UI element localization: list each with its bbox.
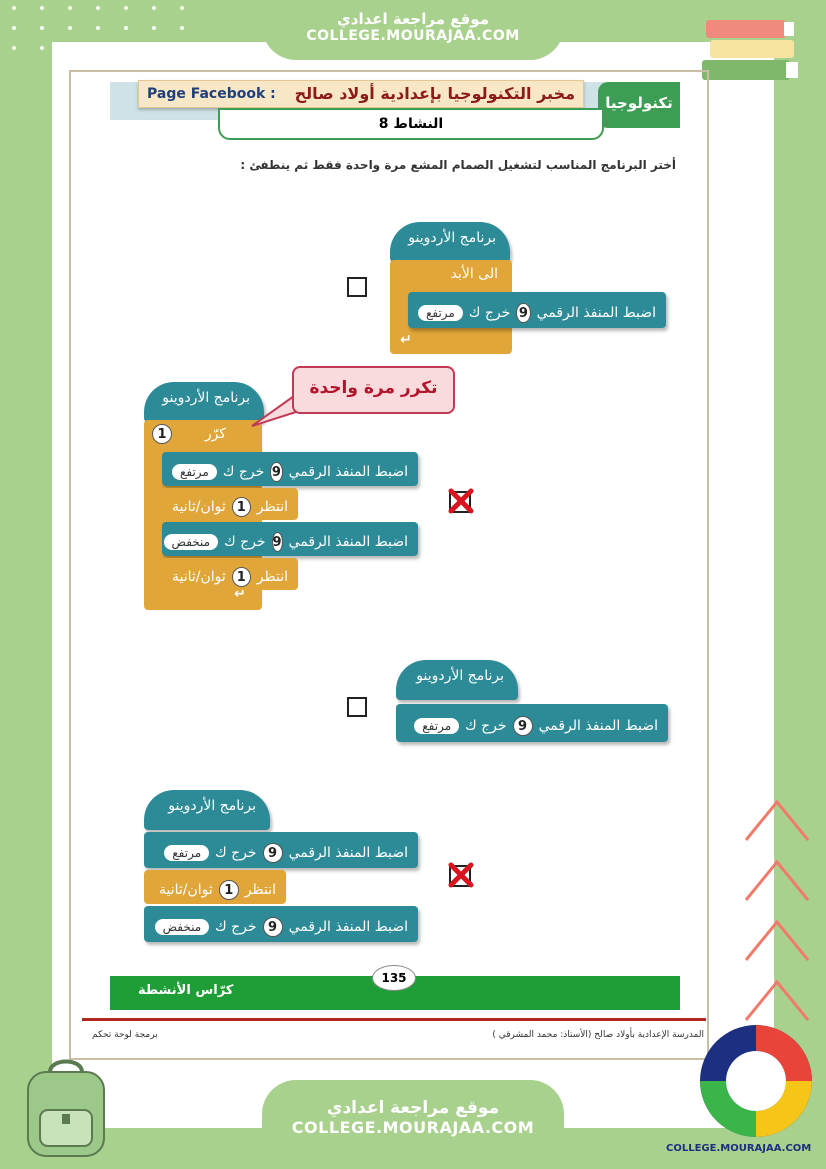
wait-value: 1 <box>218 880 239 900</box>
facebook-label[interactable]: Page Facebook : <box>147 86 276 102</box>
chevron-up-icon <box>744 979 810 1021</box>
program3-title: برنامج الأردوينو <box>416 668 504 684</box>
state-low-pill: منخفض <box>154 919 210 935</box>
chevron-up-icon <box>744 919 810 961</box>
bottom-site-banner[interactable]: موقع مراجعة اعدادي COLLEGE.MOURAJAA.COM <box>262 1080 564 1169</box>
chevron-up-icon <box>744 799 810 841</box>
state-high-pill: مرتفع <box>164 845 210 861</box>
loop-arrow-icon: ↵ <box>400 332 412 348</box>
lab-title: مخبر التكنولوجيا بإعدادية أولاد صالح <box>294 84 575 103</box>
pin-number: 9 <box>270 462 283 482</box>
output-as-label: خرج ك <box>468 305 511 321</box>
footer-divider <box>82 1018 706 1021</box>
output-as-label: خرج ك <box>222 464 265 480</box>
state-high-pill: مرتفع <box>172 464 217 480</box>
instruction-text: أختر البرنامج المناسب لتشغيل الصمام المش… <box>240 158 676 172</box>
set-pin-label: اضبط المنفذ الرقمي <box>288 919 408 935</box>
pin-number: 9 <box>262 843 283 863</box>
state-high-pill: مرتفع <box>414 718 460 734</box>
program4-wait-block: انتظر 1 ثوان/ثانية <box>144 870 286 904</box>
repeat-callout: تكرر مرة واحدة <box>292 366 455 414</box>
program3-set-pin-block: اضبط المنفذ الرقمي 9 خرج ك مرتفع <box>396 704 668 742</box>
option3-checkbox[interactable] <box>347 697 367 717</box>
program1-title: برنامج الأردوينو <box>408 230 496 246</box>
output-as-label: خرج ك <box>215 845 257 861</box>
option1-checkbox[interactable] <box>347 277 367 297</box>
brand-url[interactable]: COLLEGE.MOURAJAA.COM <box>666 1143 812 1154</box>
state-low-pill: منخفض <box>163 534 219 550</box>
program1-hat-block: برنامج الأردوينو <box>390 222 510 262</box>
correct-answer-x-icon[interactable] <box>448 488 474 514</box>
site-logo-icon <box>700 1025 812 1137</box>
header-card: مخبر التكنولوجيا بإعدادية أولاد صالح Pag… <box>138 80 584 108</box>
output-as-label: خرج ك <box>215 919 257 935</box>
dots-decoration <box>10 0 210 60</box>
seconds-label: ثوان/ثانية <box>158 882 213 898</box>
output-as-label: خرج ك <box>224 534 266 550</box>
program2-title: برنامج الأردوينو <box>162 390 250 406</box>
pin-number: 9 <box>271 532 283 552</box>
wait-value: 1 <box>231 497 251 517</box>
pin-number: 9 <box>516 303 531 323</box>
site-name: موقع مراجعة اعدادي <box>337 10 489 28</box>
forever-label: الى الأبد <box>450 266 498 282</box>
section-tab: تكنولوجيا <box>598 82 680 128</box>
wait-label: انتظر <box>256 569 288 585</box>
program2-wait1-block: انتظر 1 ثوان/ثانية <box>162 488 298 520</box>
set-pin-label: اضبط المنفذ الرقمي <box>288 464 408 480</box>
program4-set-high-block: اضبط المنفذ الرقمي 9 خرج ك مرتفع <box>144 832 418 868</box>
site-name: موقع مراجعة اعدادي <box>326 1098 500 1118</box>
set-pin-label: اضبط المنفذ الرقمي <box>536 305 656 321</box>
seconds-label: ثوان/ثانية <box>172 569 226 585</box>
set-pin-label: اضبط المنفذ الرقمي <box>538 718 658 734</box>
program3-hat-block: برنامج الأردوينو <box>396 660 518 700</box>
wait-label: انتظر <box>244 882 276 898</box>
program2-wait2-block: انتظر 1 ثوان/ثانية <box>162 558 298 590</box>
output-as-label: خرج ك <box>465 718 507 734</box>
footer-label: كرّاس الأنشطة <box>138 983 234 998</box>
program4-hat-block: برنامج الأردوينو <box>144 790 270 830</box>
program2-set-low-block: اضبط المنفذ الرقمي 9 خرج ك منخفض <box>162 522 418 556</box>
pin-number: 9 <box>262 917 283 937</box>
footer-right-note: المدرسة الإعدادية بأولاد صالح (الأستاذ: … <box>492 1030 704 1040</box>
backpack-icon <box>27 1059 105 1157</box>
loop-arrow-icon: ↵ <box>234 586 246 602</box>
program4-set-low-block: اضبط المنفذ الرقمي 9 خرج ك منخفض <box>144 906 418 942</box>
wrong-answer-x-icon[interactable] <box>448 862 474 888</box>
program2-hat-block: برنامج الأردوينو <box>144 382 264 422</box>
seconds-label: ثوان/ثانية <box>172 499 226 515</box>
chevron-up-icon <box>744 859 810 901</box>
books-icon <box>702 20 798 80</box>
page-border <box>69 70 709 1060</box>
set-pin-label: اضبط المنفذ الرقمي <box>288 845 408 861</box>
pin-number: 9 <box>512 716 533 736</box>
repeat-count: 1 <box>152 424 172 444</box>
repeat-label: كرّر <box>204 426 226 442</box>
wait-label: انتظر <box>256 499 288 515</box>
site-url[interactable]: COLLEGE.MOURAJAA.COM <box>306 28 520 44</box>
wait-value: 1 <box>231 567 251 587</box>
program2-set-high-block: اضبط المنفذ الرقمي 9 خرج ك مرتفع <box>162 452 418 486</box>
set-pin-label: اضبط المنفذ الرقمي <box>288 534 408 550</box>
site-url[interactable]: COLLEGE.MOURAJAA.COM <box>291 1118 535 1137</box>
program4-title: برنامج الأردوينو <box>168 798 256 814</box>
state-high-pill: مرتفع <box>418 305 463 321</box>
program1-set-pin-block: اضبط المنفذ الرقمي 9 خرج ك مرتفع <box>408 292 666 328</box>
activity-title: النشاط 8 <box>218 108 604 140</box>
top-site-banner[interactable]: موقع مراجعة اعدادي COLLEGE.MOURAJAA.COM <box>262 0 564 60</box>
page-number: 135 <box>372 965 416 991</box>
footer-left-note: برمجة لوحة تحكم <box>92 1030 158 1040</box>
